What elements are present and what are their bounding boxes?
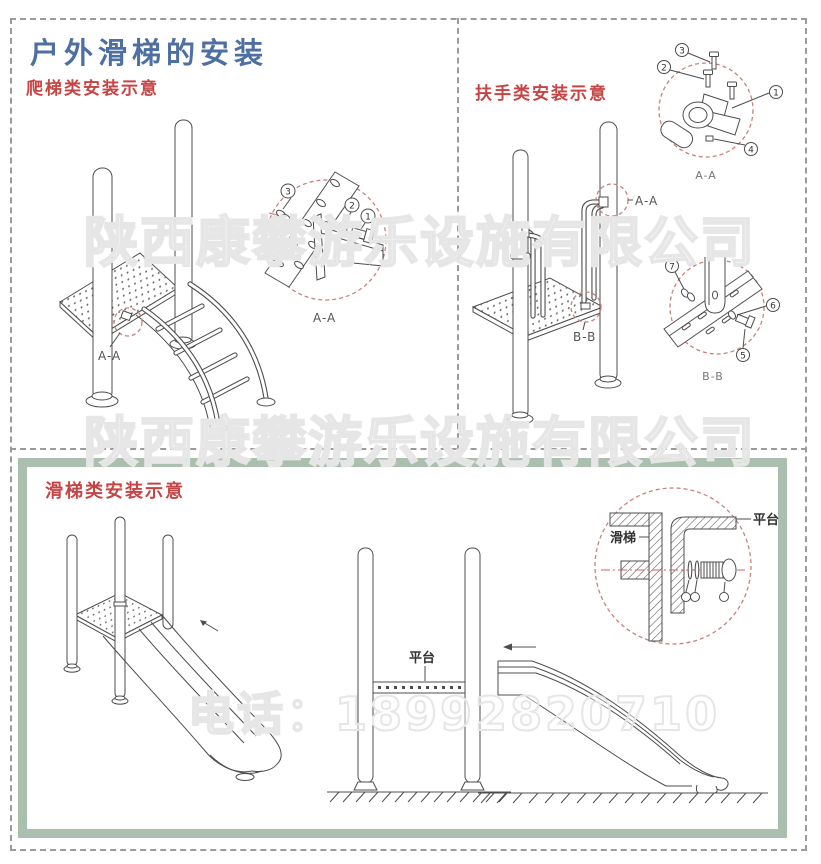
post-end [704, 257, 726, 314]
direction-arrow [200, 620, 219, 632]
direction-arrow [503, 643, 536, 651]
svg-text:7: 7 [669, 263, 675, 273]
svg-text:6: 6 [770, 302, 776, 312]
svg-text:3: 3 [679, 47, 685, 57]
svg-text:4: 4 [748, 146, 754, 156]
washers-and-bolt [680, 288, 756, 329]
platform-perforated [59, 252, 179, 344]
top-panels-divider [457, 18, 459, 449]
platform-label: 平台 [409, 650, 435, 666]
climb-section-heading: 爬梯类安装示意 [26, 79, 159, 99]
handrail-drawing: A-A B-B [471, 121, 658, 425]
slide-label: 滑梯 [610, 530, 636, 546]
section-pointer-aa: A-A [595, 183, 658, 217]
slide-joint-detail: 滑梯 平台 [594, 487, 779, 645]
platform-label-group: 平台 [736, 512, 779, 528]
handrail-bb-detail: 7 6 5 B-B [663, 257, 780, 383]
left-post [85, 167, 119, 408]
slide-section-heading: 滑梯类安装示意 [45, 481, 185, 502]
aa-pointer-label: A-A [98, 349, 121, 363]
washers-and-bolt [276, 209, 376, 245]
callout-2: 2 [344, 197, 360, 224]
climb-ladder-drawing: A-A [59, 119, 276, 433]
horizontal-divider [10, 448, 807, 450]
mount-bracket [312, 213, 384, 281]
left-post [353, 547, 378, 791]
ground [478, 792, 768, 804]
curved-ladder [135, 281, 276, 433]
slide-label-group: 滑梯 [610, 530, 649, 546]
left-post [506, 149, 534, 425]
callout-5: 5 [736, 328, 750, 362]
clamp-assembly [660, 51, 741, 149]
left-post [63, 534, 81, 673]
right-post [460, 547, 485, 791]
aa-pointer-label: A-A [635, 194, 658, 208]
callout-7: 7 [665, 259, 685, 290]
section-pointer-aa: A-A [98, 307, 143, 363]
callout-1: 1 [360, 208, 376, 230]
callout-3: 3 [280, 183, 296, 210]
callout-1: 1 [731, 85, 783, 109]
handrail-section-heading: 扶手类安装示意 [475, 84, 608, 104]
svg-text:3: 3 [285, 188, 291, 198]
screws [703, 51, 737, 100]
aa-detail-caption: A-A [313, 311, 336, 325]
callout-6: 6 [736, 298, 780, 316]
bb-detail-caption: B-B [702, 370, 724, 383]
svg-text:1: 1 [365, 213, 371, 223]
perforated-bar [264, 171, 360, 288]
callout-3: 3 [675, 43, 711, 63]
climb-aa-detail: 3 2 1 A-A [264, 171, 388, 325]
handrail-tubes [521, 196, 609, 319]
platform-callout: 平台 [409, 650, 435, 681]
platform-front-view: 平台 [327, 547, 511, 803]
slide-side-view [478, 643, 768, 804]
platform-label: 平台 [753, 512, 779, 528]
right-post [594, 121, 622, 389]
svg-text:5: 5 [740, 352, 746, 362]
callout-2: 2 [657, 60, 705, 80]
bb-pointer-label: B-B [573, 330, 596, 344]
section-pointer-bb: B-B [570, 291, 602, 344]
slide-profile [497, 660, 729, 794]
right-post [162, 534, 174, 630]
slide-chute [102, 614, 282, 781]
svg-text:2: 2 [349, 202, 355, 212]
aa-detail-caption: A-A [695, 169, 717, 182]
platform-wall-section [670, 516, 737, 614]
page-title: 户外滑梯的安装 [30, 36, 269, 70]
slide-isometric-drawing [63, 516, 282, 781]
ground [327, 791, 511, 803]
slide-panel-frame [18, 458, 787, 838]
bolt-and-washers [687, 558, 737, 582]
callout-4: 4 [713, 138, 758, 156]
outer-dashed-border [10, 18, 807, 851]
svg-text:1: 1 [773, 89, 779, 99]
svg-text:2: 2 [661, 64, 667, 74]
handrail-aa-detail: 3 2 1 4 A-A [657, 43, 783, 182]
platform-bar [372, 681, 466, 694]
part-callouts [681, 579, 729, 602]
